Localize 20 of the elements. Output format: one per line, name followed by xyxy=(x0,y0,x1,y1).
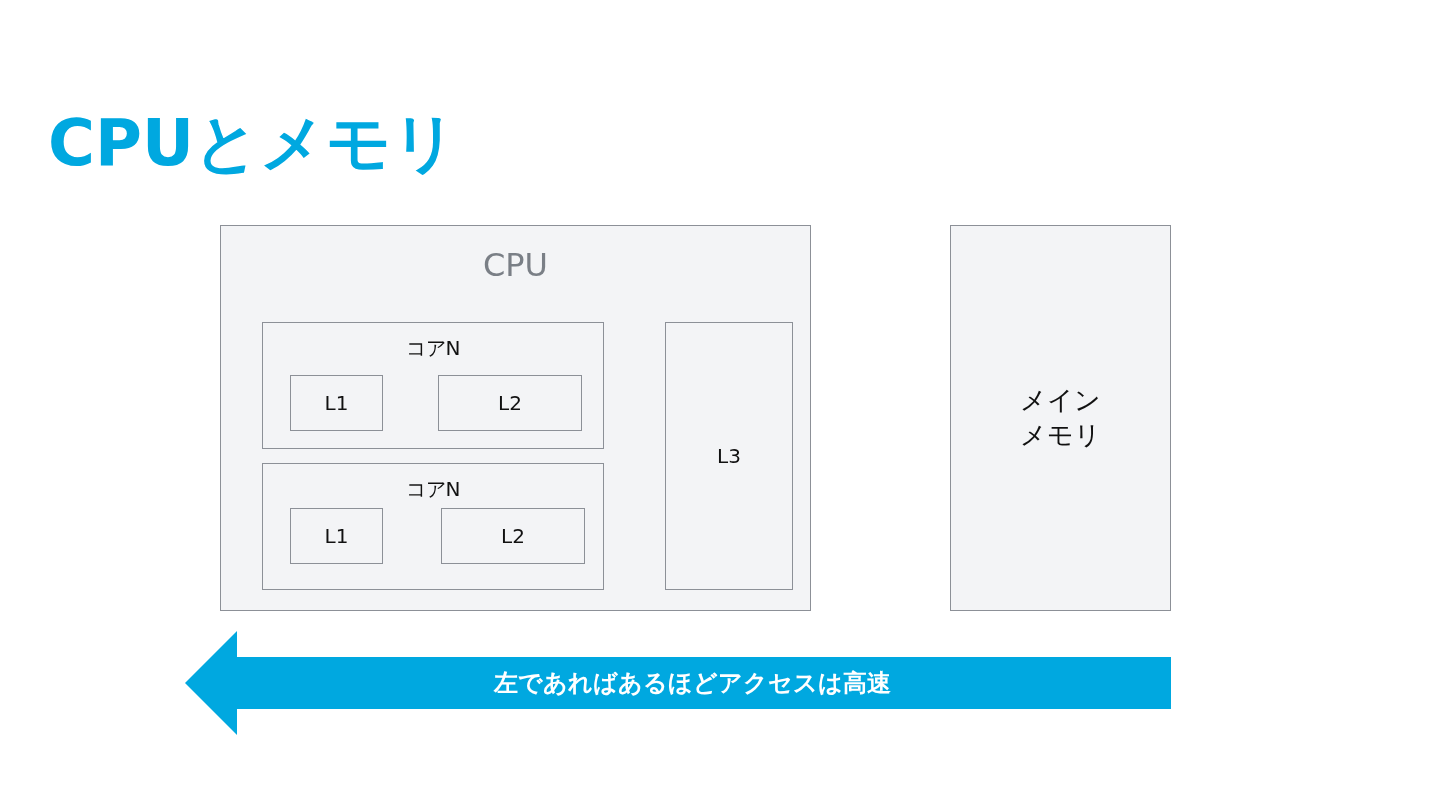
arrow-label: 左であればあるほどアクセスは高速 xyxy=(493,668,891,699)
cache-box xyxy=(290,508,383,564)
cache-box xyxy=(290,375,383,431)
box-label: L3 xyxy=(717,444,741,468)
box-label: コアN xyxy=(405,335,461,362)
cpu-panel xyxy=(220,225,811,611)
box-label: コアN xyxy=(405,476,461,503)
box-label: L2 xyxy=(501,524,525,548)
box-label: L1 xyxy=(324,524,349,548)
slide-title: CPUとメモリ xyxy=(48,105,458,182)
cache-box xyxy=(438,375,582,431)
panel-title: CPU xyxy=(482,246,549,284)
box-label: メインメモリ xyxy=(1019,383,1102,452)
box-label: L1 xyxy=(324,391,349,415)
core-box xyxy=(262,322,604,449)
memory-box xyxy=(950,225,1171,611)
core-box xyxy=(262,463,604,590)
cache-box xyxy=(665,322,793,590)
cache-box xyxy=(441,508,585,564)
box-label: L2 xyxy=(498,391,522,415)
